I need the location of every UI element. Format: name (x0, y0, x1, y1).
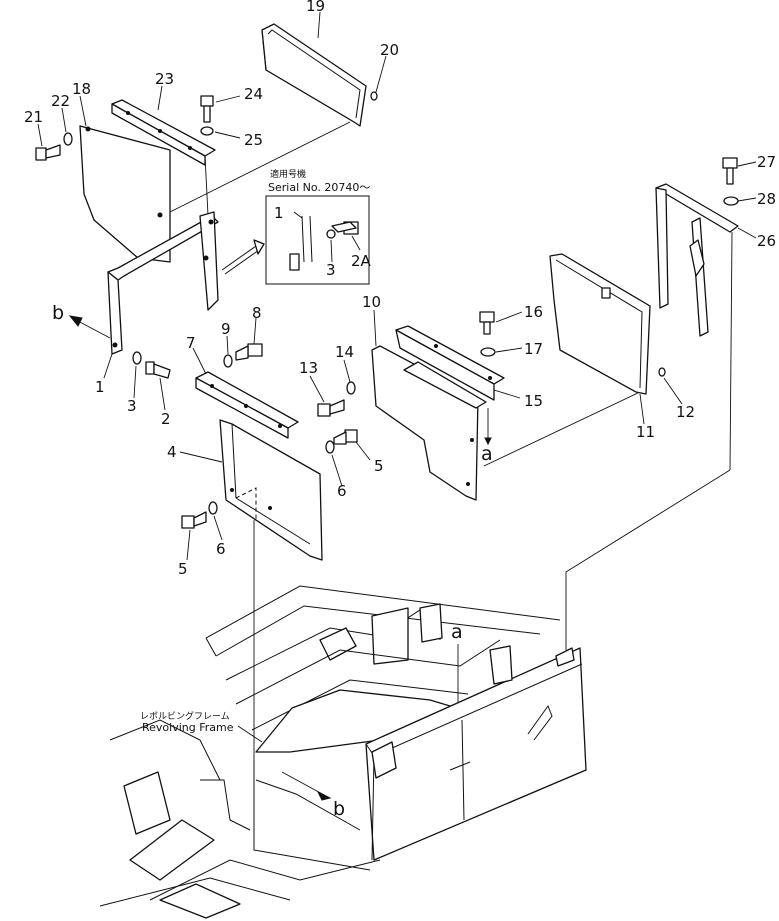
label-25: 25 (244, 131, 263, 149)
revolving-frame (99, 585, 561, 919)
label-8: 8 (252, 304, 262, 322)
frame-bracket-1 (107, 211, 219, 355)
ref-b-top: b (52, 302, 64, 324)
counterweight-side-panel (365, 645, 587, 861)
bolt-27 (722, 157, 738, 185)
label-28: 28 (757, 190, 776, 208)
bolt-5-lower (181, 511, 207, 529)
bracket-15 (395, 325, 505, 409)
inset-label-1: 1 (274, 204, 284, 222)
label-5-lower: 5 (178, 560, 188, 578)
serial-inset (265, 195, 370, 285)
label-17: 17 (524, 340, 543, 358)
label-1: 1 (95, 378, 105, 396)
frame-note-en: Revolving Frame (142, 721, 234, 734)
reference-arrow-b-top (68, 315, 111, 339)
frame-note-jp: レボルビングフレーム (140, 710, 230, 722)
part-labels: 19 20 23 24 25 18 22 21 1 3 2 9 8 7 4 13… (24, 0, 776, 820)
label-27: 27 (757, 153, 776, 171)
label-6-upper: 6 (337, 482, 347, 500)
bolt-5-upper (333, 429, 358, 445)
washer-20 (370, 91, 378, 101)
label-14: 14 (335, 343, 354, 361)
washer-9 (223, 354, 233, 368)
label-22: 22 (51, 92, 70, 110)
inset-label-2a: 2A (351, 252, 372, 270)
bracket-23 (111, 99, 216, 166)
ref-a-top: a (481, 443, 493, 465)
washer-14 (346, 381, 356, 395)
label-23: 23 (155, 70, 174, 88)
inset-title: 適用号機 (270, 168, 306, 180)
label-18: 18 (72, 80, 91, 98)
ref-b-bottom: b (333, 798, 345, 820)
washer-6-lower (208, 501, 218, 515)
label-11: 11 (636, 423, 655, 441)
leader-lines (37, 11, 757, 561)
label-3: 3 (127, 397, 137, 415)
label-13: 13 (299, 359, 318, 377)
reference-arrow-b-bottom (281, 771, 332, 801)
panel-11 (549, 253, 651, 395)
label-26: 26 (757, 232, 776, 250)
label-10: 10 (362, 293, 381, 311)
label-2: 2 (161, 410, 171, 428)
frame-note: レボルビングフレーム Revolving Frame (140, 710, 263, 743)
bolt-13 (317, 399, 345, 417)
label-20: 20 (380, 41, 399, 59)
bracket-26 (655, 183, 739, 337)
label-6-lower: 6 (216, 540, 226, 558)
ref-a-bottom: a (451, 621, 463, 643)
label-4: 4 (167, 443, 177, 461)
inset-label-3: 3 (326, 261, 336, 279)
inset-serial: Serial No. 20740～ (268, 181, 370, 194)
label-9: 9 (221, 320, 231, 338)
serial-inset-text: 適用号機 Serial No. 20740～ 1 3 2A (268, 168, 372, 279)
cover-plate-18 (79, 125, 171, 263)
label-21: 21 (24, 108, 43, 126)
plate-4 (219, 419, 323, 561)
label-19: 19 (306, 0, 325, 15)
washer-6-upper (325, 440, 335, 454)
bolt-8 (235, 343, 263, 361)
washer-12 (658, 367, 666, 377)
washer-17 (480, 347, 496, 357)
washer-25 (200, 126, 214, 136)
label-24: 24 (244, 85, 263, 103)
bolt-24 (200, 95, 214, 123)
bracket-7 (195, 371, 299, 439)
label-15: 15 (524, 392, 543, 410)
washer-3 (132, 351, 142, 365)
washer-22 (63, 132, 73, 146)
label-5-upper: 5 (374, 457, 384, 475)
label-16: 16 (524, 303, 543, 321)
bolt-21 (35, 144, 61, 161)
bolt-2 (145, 361, 171, 379)
label-7: 7 (186, 334, 196, 352)
bolt-16 (479, 311, 495, 335)
rod-part (221, 239, 265, 275)
label-12: 12 (676, 403, 695, 421)
panel-19 (261, 23, 367, 127)
washer-28 (723, 196, 739, 206)
